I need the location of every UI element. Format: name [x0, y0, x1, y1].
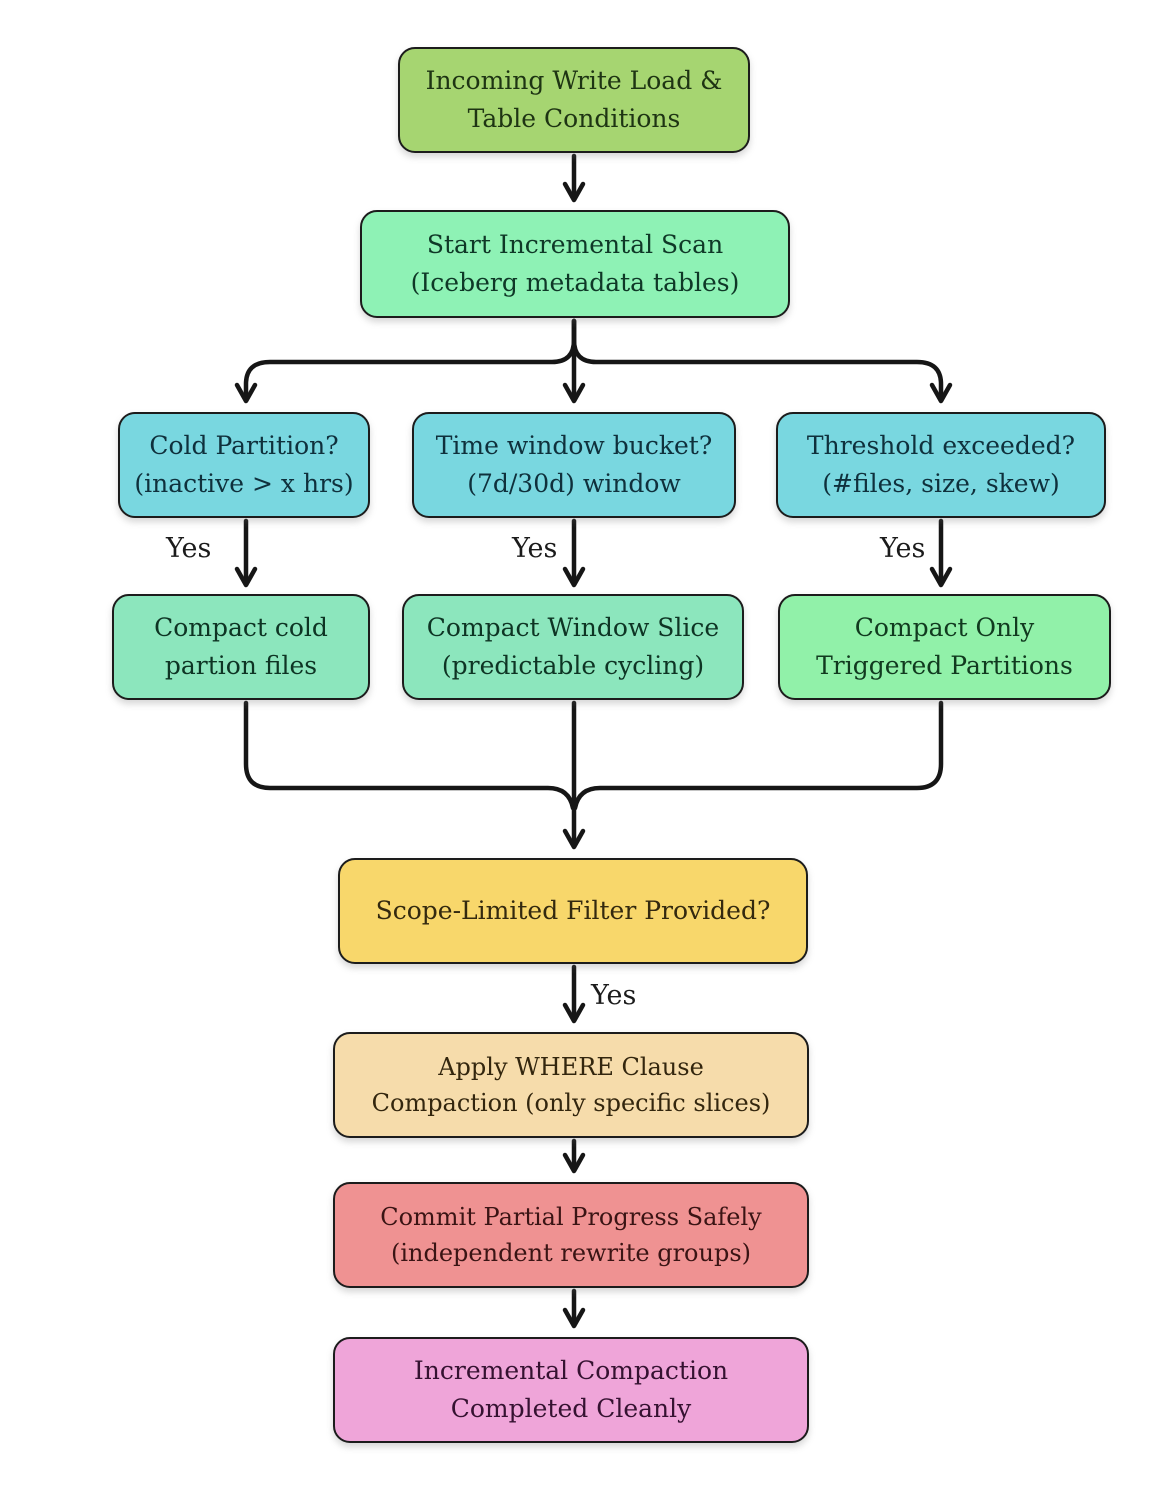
node-text-line: Table Conditions	[467, 104, 681, 133]
edge-merge-right	[572, 700, 944, 811]
node-scope-limited-filter-decision: Scope-Limited Filter Provided?	[338, 858, 808, 964]
node-threshold-decision: Threshold exceeded? (#files, size, skew)	[776, 412, 1106, 518]
edge-label-scope-yes: Yes	[591, 980, 637, 1011]
node-compact-cold-partition: Compact cold partion files	[112, 594, 370, 700]
node-time-window-decision: Time window bucket? (7d/30d) window	[412, 412, 736, 518]
node-start-incremental-scan: Start Incremental Scan (Iceberg metadata…	[360, 210, 790, 318]
node-text-line: Threshold exceeded?	[806, 431, 1076, 460]
node-apply-where-clause: Apply WHERE Clause Compaction (only spec…	[333, 1032, 809, 1138]
node-text-line: (7d/30d) window	[467, 469, 681, 498]
edge-scan-to-threshold	[571, 318, 953, 404]
node-text-line: Completed Cleanly	[450, 1394, 692, 1423]
node-text-line: Commit Partial Progress Safely	[380, 1202, 762, 1231]
node-text-line: Compact cold	[154, 613, 328, 642]
edge-merge-left	[243, 700, 576, 811]
node-text-line: Scope-Limited Filter Provided?	[375, 896, 771, 925]
node-text-line: partion files	[164, 651, 318, 680]
node-compaction-completed: Incremental Compaction Completed Cleanly	[333, 1337, 809, 1443]
node-text-line: (#files, size, skew)	[822, 469, 1060, 498]
edge-scan-to-cold	[234, 318, 577, 404]
edge-label-threshold-yes: Yes	[880, 533, 926, 564]
node-text-line: Compaction (only specific slices)	[371, 1089, 771, 1117]
node-cold-partition-decision: Cold Partition? (inactive > x hrs)	[118, 412, 370, 518]
node-text-line: Apply WHERE Clause	[438, 1052, 704, 1081]
node-text-line: Time window bucket?	[435, 431, 713, 460]
node-text-line: (Iceberg metadata tables)	[410, 268, 740, 297]
node-compact-window-slice: Compact Window Slice (predictable cyclin…	[402, 594, 744, 700]
node-text-line: (independent rewrite groups)	[390, 1239, 751, 1267]
node-text-line: Compact Only	[854, 613, 1035, 642]
node-text-line: Cold Partition?	[149, 431, 339, 460]
edge-label-window-yes: Yes	[512, 533, 558, 564]
node-incoming-write-load: Incoming Write Load & Table Conditions	[398, 47, 750, 153]
node-text-line: (inactive > x hrs)	[134, 469, 354, 498]
node-text-line: (predictable cycling)	[441, 651, 705, 680]
node-text-line: Start Incremental Scan	[426, 230, 724, 259]
node-text-line: Triggered Partitions	[816, 651, 1073, 680]
node-commit-partial-progress: Commit Partial Progress Safely (independ…	[333, 1182, 809, 1288]
node-compact-triggered-partitions: Compact Only Triggered Partitions	[778, 594, 1111, 700]
node-text-line: Incoming Write Load &	[425, 66, 723, 95]
node-text-line: Compact Window Slice	[426, 613, 720, 642]
edge-label-cold-yes: Yes	[166, 533, 212, 564]
node-text-line: Incremental Compaction	[413, 1356, 729, 1385]
